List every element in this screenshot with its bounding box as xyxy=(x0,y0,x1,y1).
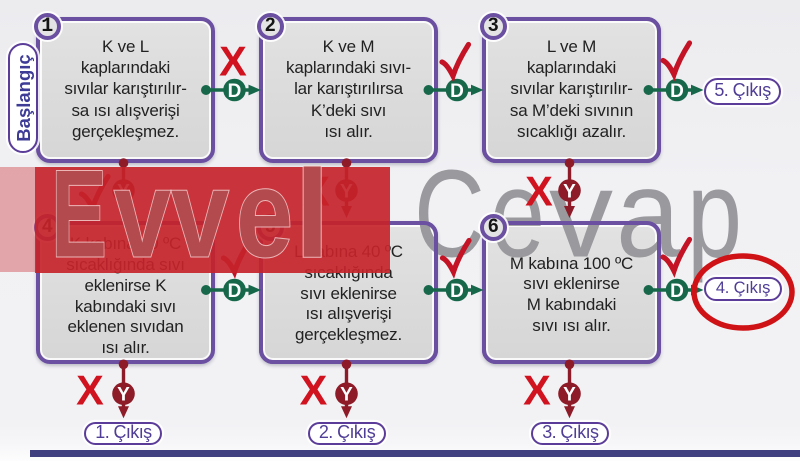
svg-text:e: e xyxy=(490,145,545,284)
svg-text:X: X xyxy=(525,168,553,215)
svg-text:e: e xyxy=(236,146,293,284)
svg-text:E: E xyxy=(51,146,107,284)
svg-text:v: v xyxy=(549,145,613,284)
svg-text:X: X xyxy=(523,367,551,414)
svg-text:l: l xyxy=(295,146,329,284)
svg-text:C: C xyxy=(414,145,485,284)
svg-text:v: v xyxy=(171,146,229,284)
svg-text:X: X xyxy=(219,38,247,85)
svg-text:X: X xyxy=(300,367,328,414)
svg-text:v: v xyxy=(114,146,171,284)
svg-text:X: X xyxy=(76,367,104,414)
